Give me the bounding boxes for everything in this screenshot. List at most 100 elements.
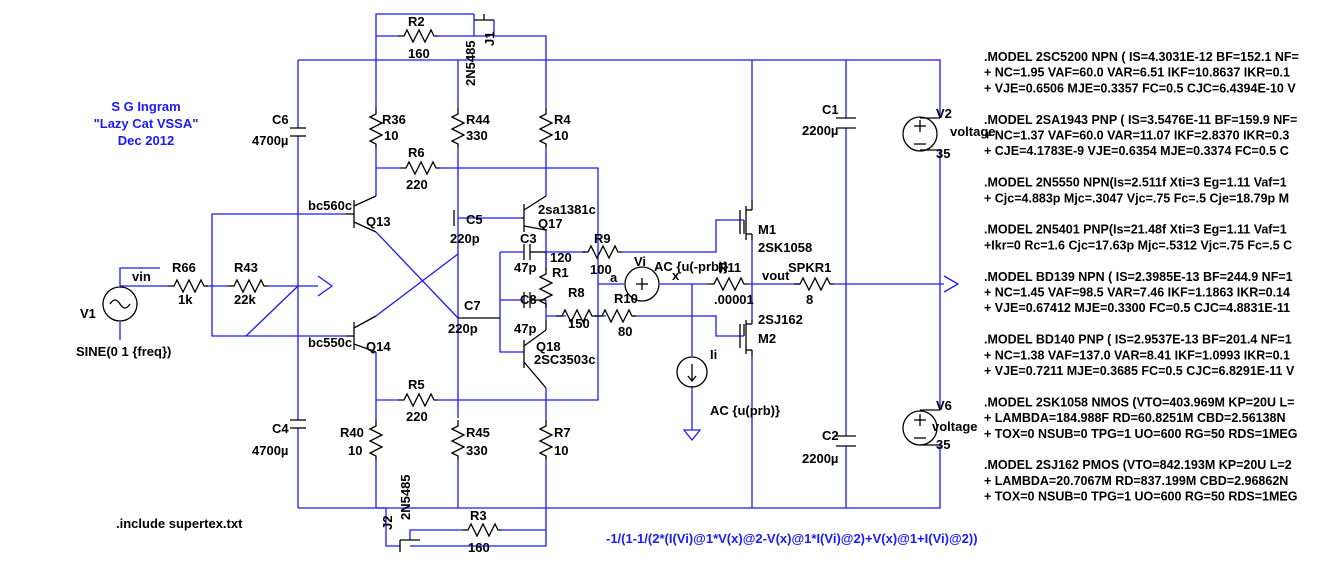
label-c7-value: 220p [448, 321, 478, 336]
label-r44-value: 330 [466, 128, 488, 143]
capacitors [290, 117, 856, 447]
label-r36-name: R36 [382, 112, 406, 127]
label-c8-name: C8 [520, 292, 537, 307]
label-v6-value: 35 [936, 437, 950, 452]
author-line-2: "Lazy Cat VSSA" [94, 116, 199, 131]
label-r40-value: 10 [348, 443, 362, 458]
resistor-r45 [451, 419, 465, 461]
source-ii [676, 356, 708, 388]
label-net-a: a [610, 270, 618, 285]
model-line: + CJE=4.1783E-9 VJE=0.6354 MJE=0.3374 FC… [984, 144, 1289, 158]
label-r2-name: R2 [408, 14, 425, 29]
label-r66-value: 1k [178, 292, 193, 307]
model-line: + Cjc=4.883p Mjc=.3047 Vjc=.75 Fc=.5 Cje… [984, 191, 1289, 205]
label-c2-value: 2200µ [802, 451, 838, 466]
label-r4-name: R4 [554, 112, 571, 127]
label-r43-name: R43 [234, 260, 258, 275]
author-line-3: Dec 2012 [118, 133, 174, 148]
model-line: + LAMBDA=20.7067M RD=837.199M CBD=2.9686… [984, 474, 1288, 488]
label-m2-name: M2 [758, 331, 776, 346]
label-r45-name: R45 [466, 425, 490, 440]
label-c6-name: C6 [272, 112, 289, 127]
label-r9-name: R9 [594, 231, 611, 246]
label-r45-value: 330 [466, 443, 488, 458]
label-r3-value: 160 [468, 540, 490, 555]
label-j2-model: 2N5485 [398, 474, 413, 520]
resistor-r11 [707, 277, 749, 291]
label-r1-name: R1 [552, 265, 569, 280]
label-r10-value: 80 [618, 324, 632, 339]
label-net-x: x [672, 268, 680, 283]
label-r3-name: R3 [470, 508, 487, 523]
label-c5-name: C5 [466, 212, 483, 227]
label-r5-value: 220 [406, 409, 428, 424]
label-q13-name: Q13 [366, 214, 391, 229]
label-net-vin: vin [132, 269, 151, 284]
label-m2-model: 2SJ162 [758, 312, 803, 327]
label-r6-name: R6 [408, 145, 425, 160]
label-r8-name: R8 [568, 285, 585, 300]
label-ii-value: AC {u(prb)} [710, 403, 780, 418]
wires [119, 13, 944, 547]
model-line: + TOX=0 NSUB=0 TPG=1 UO=600 RG=50 RDS=1M… [984, 427, 1297, 441]
label-v2-label: voltage [950, 124, 996, 139]
label-v6-label: voltage [932, 419, 978, 434]
resistor-r6 [399, 161, 441, 175]
model-line: + VJE=0.67412 MJE=0.3300 FC=0.5 CJC=4.88… [984, 301, 1290, 315]
label-r36-value: 10 [384, 128, 398, 143]
label-vi-value: AC {u(-prb)} [654, 259, 728, 274]
label-j2-name: J2 [380, 516, 395, 530]
label-c4-value: 4700µ [252, 443, 288, 458]
label-c3-name: C3 [520, 231, 537, 246]
resistor-r5 [397, 393, 439, 407]
model-line: + VJE=0.7211 MJE=0.3685 FC=0.5 CJC=6.829… [984, 364, 1295, 378]
label-j1-model: 2N5485 [463, 40, 478, 86]
model-line: .MODEL 2N5401 PNP(Is=21.48f Xti=3 Eg=1.1… [984, 223, 1287, 237]
resistor-r9 [581, 245, 623, 259]
label-m1-name: M1 [758, 222, 776, 237]
label-r6-value: 220 [406, 177, 428, 192]
label-c7-name: C7 [464, 298, 481, 313]
label-ii-name: Ii [710, 347, 717, 362]
label-spkr1-name: SPKR1 [788, 260, 831, 275]
label-r40-name: R40 [340, 425, 364, 440]
label-v1-value: SINE(0 1 {freq}) [76, 344, 171, 359]
label-q14-model: bc550c [308, 335, 352, 350]
resistor-r2 [397, 29, 439, 43]
model-line: .MODEL 2SJ162 PMOS (VTO=842.193M KP=20U … [984, 458, 1292, 472]
label-r4-value: 10 [554, 128, 568, 143]
model-line: .MODEL 2SC5200 NPN ( IS=4.3031E-12 BF=15… [984, 50, 1299, 64]
label-r7-value: 10 [554, 443, 568, 458]
source-v2 [902, 116, 938, 152]
label-net-vout: vout [762, 268, 790, 283]
model-line: .MODEL 2N5550 NPN(Is=2.511f Xti=3 Eg=1.1… [984, 176, 1287, 190]
resistor-r10 [595, 309, 637, 323]
resistor-r3 [461, 523, 503, 537]
label-c2-name: C2 [822, 428, 839, 443]
label-r11-value: .00001 [714, 292, 754, 307]
resistor-r36 [369, 107, 383, 149]
label-q13-model: bc560c [308, 198, 352, 213]
output-port-arrow [943, 275, 960, 293]
label-r8-value: 150 [568, 316, 590, 331]
model-line: .MODEL BD139 NPN ( IS=2.3985E-13 BF=244.… [984, 270, 1293, 284]
model-line: + NC=1.38 VAF=137.0 VAR=8.41 IKF=1.0993 … [984, 348, 1290, 362]
source-v1 [102, 286, 138, 322]
label-spkr1-value: 8 [806, 292, 813, 307]
model-line: + NC=1.45 VAF=98.5 VAR=7.46 IKF=1.1863 I… [984, 286, 1290, 300]
label-r43-value: 22k [234, 292, 256, 307]
label-r5-name: R5 [408, 377, 425, 392]
label-r10-name: R10 [614, 291, 638, 306]
model-line: + TOX=0 NSUB=0 TPG=1 UO=600 RG=50 RDS=1M… [984, 490, 1297, 504]
resistor-r44 [451, 107, 465, 149]
input-port-arrow [317, 275, 334, 297]
resistor-r66 [167, 279, 209, 293]
resistor-r40 [369, 419, 383, 461]
label-r2-value: 160 [408, 46, 430, 61]
label-v2-name: V2 [936, 106, 952, 121]
label-c3-value: 47p [514, 260, 536, 275]
label-q17-name: Q17 [538, 216, 563, 231]
resistor-r43 [227, 279, 269, 293]
label-c8-value: 47p [514, 321, 536, 336]
